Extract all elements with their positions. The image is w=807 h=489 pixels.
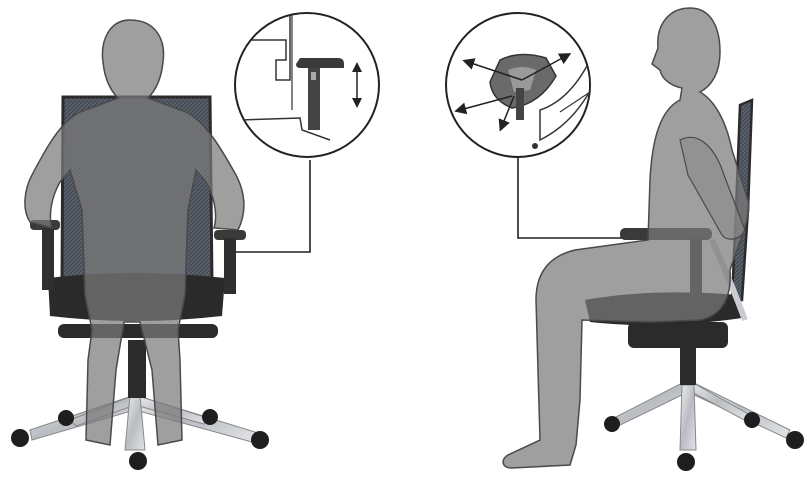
caster-wheel-icon bbox=[604, 416, 620, 432]
caster-wheel-icon bbox=[202, 409, 218, 425]
caster-wheel-icon bbox=[11, 429, 29, 447]
front-seat-mechanism bbox=[58, 324, 218, 338]
gas-cylinder bbox=[128, 340, 146, 398]
front-callout-zoom bbox=[235, 10, 379, 157]
caster-wheel-icon bbox=[251, 431, 269, 449]
front-chair-base bbox=[11, 340, 269, 470]
front-callout-leader-line bbox=[235, 160, 310, 252]
caster-wheel-icon bbox=[129, 452, 147, 470]
side-callout-zoom bbox=[446, 13, 600, 157]
side-chair-base bbox=[604, 340, 804, 471]
caster-wheel-icon bbox=[58, 410, 74, 426]
caster-wheel-icon bbox=[786, 431, 804, 449]
side-view-panel bbox=[446, 8, 804, 471]
armrest-pad-closeup bbox=[296, 58, 344, 68]
caster-wheel-icon bbox=[744, 412, 760, 428]
side-callout-leader-line bbox=[518, 158, 622, 238]
caster-wheel-icon bbox=[677, 453, 695, 471]
front-view-panel bbox=[11, 10, 379, 470]
side-seat-mechanism bbox=[628, 322, 728, 348]
